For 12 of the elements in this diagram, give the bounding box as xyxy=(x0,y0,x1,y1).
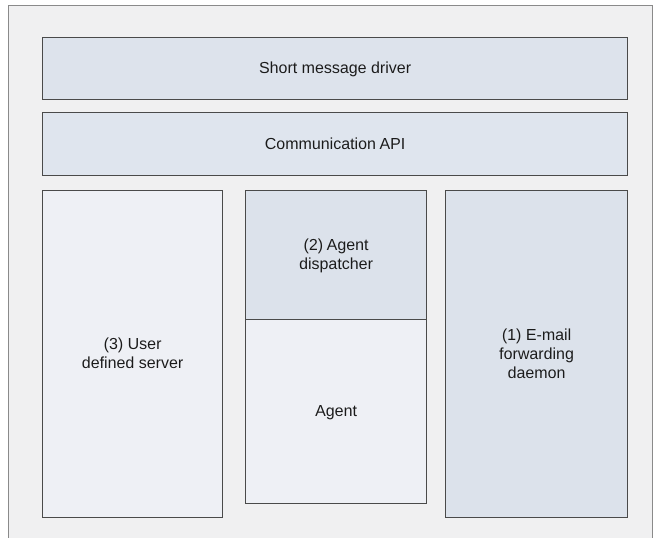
component-box xyxy=(245,319,427,504)
component-box xyxy=(445,190,628,518)
box-label: Short message driver xyxy=(258,59,412,78)
box-label: Communication API xyxy=(264,134,406,154)
box-label: (1) E-mail forwarding daemon xyxy=(498,326,575,382)
box-label: (2) Agent dispatcher xyxy=(298,236,374,274)
layer-box xyxy=(42,37,628,100)
box-label: (3) User defined server xyxy=(80,335,184,373)
component-box xyxy=(245,190,427,320)
component-box xyxy=(42,190,223,518)
layer-box xyxy=(42,112,628,176)
box-label: Agent xyxy=(315,402,357,421)
